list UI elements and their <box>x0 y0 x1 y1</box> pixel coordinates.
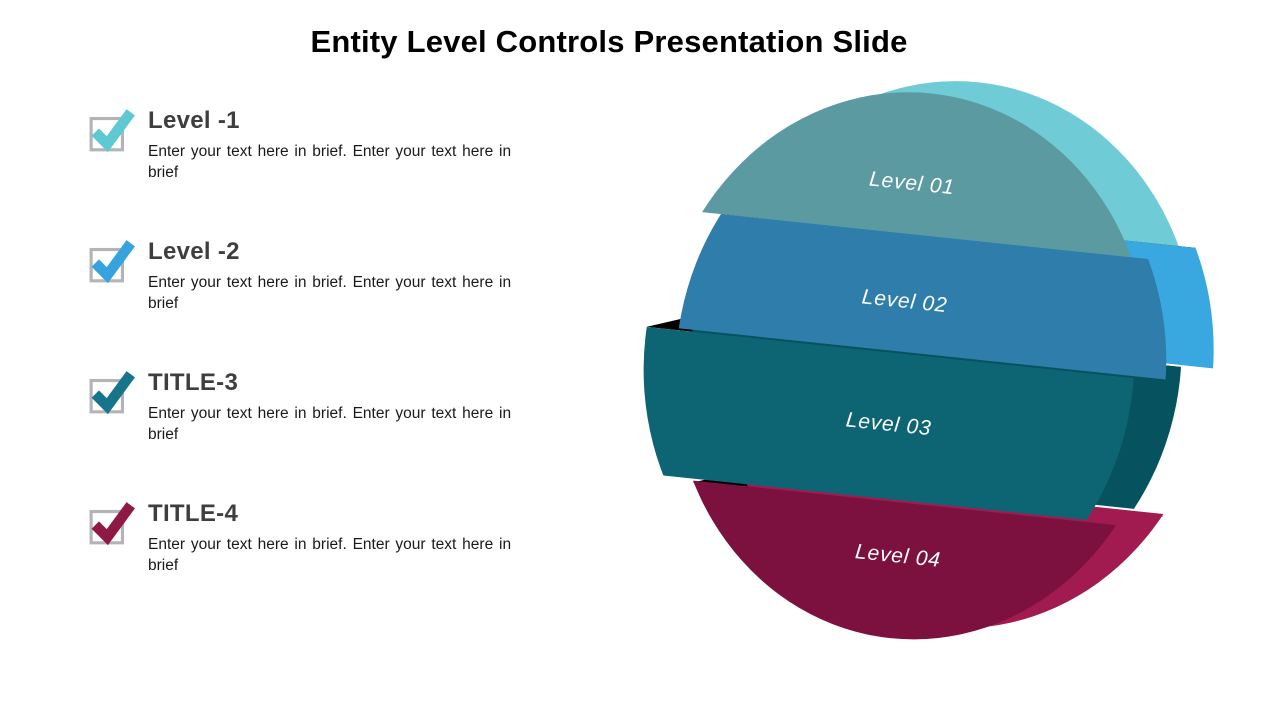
checkmark-icon <box>91 240 135 284</box>
item-text: Level -2 Enter your text here in brief. … <box>148 237 524 314</box>
checkbox-checked-icon <box>89 371 135 415</box>
item-description: Enter your text here in brief. Enter you… <box>148 143 512 182</box>
item-title: TITLE-3 <box>148 369 239 396</box>
checkbox-checked-icon <box>89 240 135 284</box>
item-title: Level -2 <box>148 238 240 265</box>
checkbox-checked-icon <box>89 109 135 153</box>
list-item-level-2: Level -2 Enter your text here in brief. … <box>88 237 538 324</box>
item-text: TITLE-4 Enter your text here in brief. E… <box>148 499 524 576</box>
item-description: Enter your text here in brief. Enter you… <box>148 536 512 575</box>
level-disc-diagram: Level 01 Level 02 Level 03 Level 04 <box>643 81 1214 640</box>
slide-title: Entity Level Controls Presentation Slide <box>310 24 908 59</box>
list-item-level-1: Level -1 Enter your text here in brief. … <box>88 106 538 193</box>
checkmark-icon <box>91 109 135 153</box>
checkmark-icon <box>91 371 135 415</box>
checklist: Level -1 Enter your text here in brief. … <box>88 106 538 630</box>
item-title: Level -1 <box>148 107 240 134</box>
item-description: Enter your text here in brief. Enter you… <box>148 274 512 313</box>
checkmark-icon <box>91 502 135 546</box>
checkbox-checked-icon <box>89 502 135 546</box>
item-title: TITLE-4 <box>148 500 239 527</box>
item-text: Level -1 Enter your text here in brief. … <box>148 106 524 183</box>
item-text: TITLE-3 Enter your text here in brief. E… <box>148 368 524 445</box>
list-item-title-4: TITLE-4 Enter your text here in brief. E… <box>88 499 538 586</box>
list-item-title-3: TITLE-3 Enter your text here in brief. E… <box>88 368 538 455</box>
item-description: Enter your text here in brief. Enter you… <box>148 405 512 444</box>
